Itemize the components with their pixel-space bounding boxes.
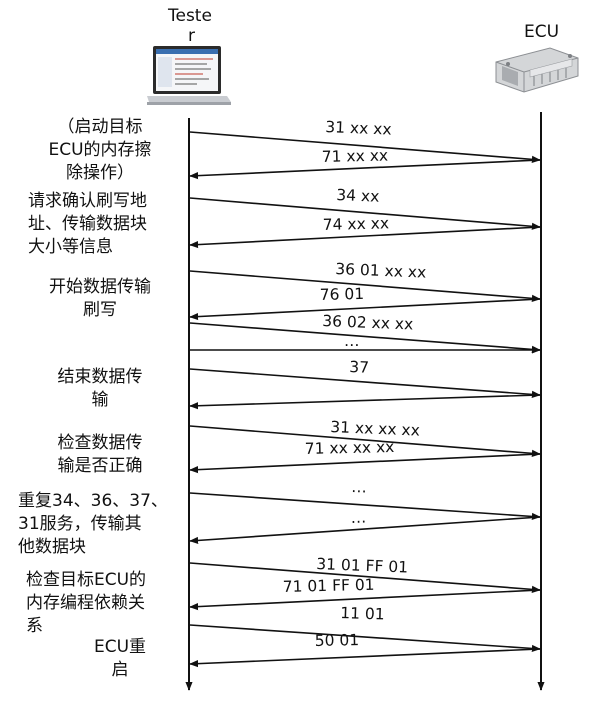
message-label: …: [344, 332, 360, 350]
ecu-label: ECU: [524, 22, 560, 42]
step-label-check-dependencies: 检查目标ECU的 内存编程依赖关 系: [26, 570, 147, 636]
message-arrow-to-ecu: [189, 624, 541, 653]
step-label-request-download: 请求确认刷写地 址、传输数据块 大小等信息: [28, 191, 147, 257]
step-label-ecu-reset: ECU重 启: [93, 637, 147, 680]
step-label-transfer-exit: 结束数据传 输: [57, 367, 143, 410]
message-arrow-to-tester: [189, 648, 541, 668]
message-label: 31 01 FF 01: [316, 555, 409, 577]
message-label: …: [350, 508, 367, 527]
message-arrow-to-tester: [189, 298, 541, 321]
message-label: 74 xx xx: [322, 214, 390, 234]
message-label: 31 xx xx xx: [330, 418, 421, 440]
message-arrow-to-ecu: [189, 425, 541, 457]
message-label: 36 01 xx xx: [335, 260, 427, 282]
message-label: 71 01 FF 01: [282, 575, 375, 596]
message-arrow-to-ecu: [189, 322, 541, 353]
message-arrow-to-ecu: [189, 270, 541, 302]
ecu-module-icon: [495, 47, 579, 93]
message-arrow-to-tester: [189, 516, 541, 545]
tester-label-line1: Teste: [168, 6, 212, 26]
message-arrow-to-ecu: [189, 562, 541, 593]
message-label: 36 02 xx xx: [322, 312, 414, 334]
message-label: 11 01: [340, 604, 385, 624]
message-label: 34 xx: [336, 186, 380, 206]
message-label: 71 xx xx: [321, 146, 389, 166]
step-label-check-transfer: 检查数据传 输是否正确: [57, 433, 143, 476]
step-label-repeat-services: 重复34、36、37、 31服务，传输其 他数据块: [18, 491, 168, 557]
message-label: 71 xx xx xx: [304, 437, 395, 458]
laptop-icon: [147, 46, 231, 105]
message-label: …: [351, 478, 368, 497]
message-arrow-to-tester: [189, 159, 541, 180]
message-arrow-to-ecu: [189, 197, 541, 230]
message-arrow-to-tester: [189, 226, 541, 249]
message-arrow-to-ecu: [189, 368, 541, 398]
step-label-transfer-start: 开始数据传输 刷写: [49, 277, 151, 320]
message-label: 76 01: [319, 284, 365, 304]
message-arrow-to-ecu: [189, 131, 541, 163]
message-label: 31 xx xx: [325, 118, 392, 139]
message-arrow-to-tester: [189, 589, 541, 611]
tester-label: Teste r: [168, 6, 212, 46]
tester-label-line2: r: [188, 26, 195, 46]
message-arrow-to-tester: [189, 453, 541, 474]
message-label: 37: [349, 358, 370, 377]
step-label-erase: （启动目标 ECU的内存擦 除操作）: [48, 117, 152, 183]
message-arrow-to-tester: [189, 394, 541, 410]
message-label: 50 01: [314, 631, 360, 650]
message-arrow-to-ecu: [189, 492, 541, 521]
